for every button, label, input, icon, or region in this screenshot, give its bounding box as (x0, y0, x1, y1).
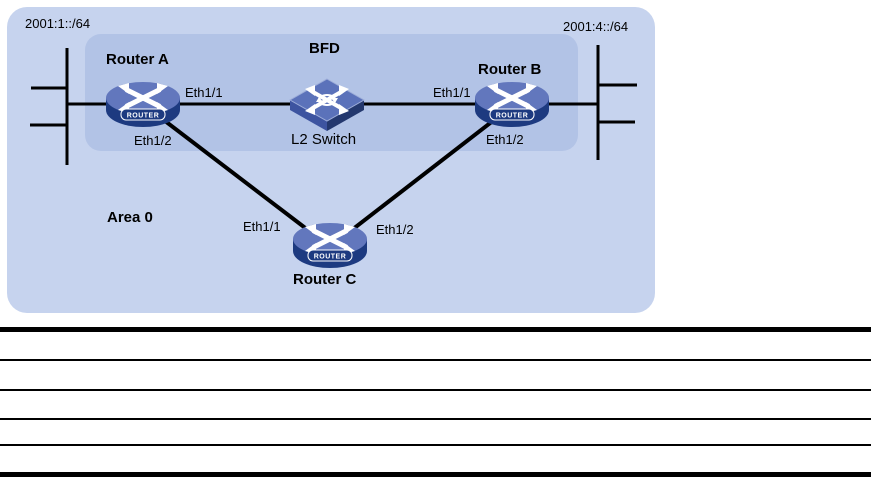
router-badge-label: ROUTER (127, 113, 160, 120)
l2-switch-icon (289, 78, 365, 131)
link-a-c (146, 106, 327, 245)
router-b-eth1-1-label: Eth1/1 (433, 85, 471, 100)
router-arrows-icon (487, 83, 537, 113)
table-top-border (0, 327, 871, 332)
router-a-eth1-1-label: Eth1/1 (185, 85, 223, 100)
router-arrows-icon (305, 224, 355, 254)
router-a-name: Router A (106, 51, 169, 68)
router-icon: ROUTER (475, 82, 549, 127)
router-a-eth1-2-label: Eth1/2 (134, 133, 172, 148)
table-row-rule (0, 444, 871, 446)
left-network-label: 2001:1::/64 (25, 16, 91, 31)
router-b-eth1-2-label: Eth1/2 (486, 132, 524, 147)
bfd-label: BFD (309, 40, 340, 57)
router-badge-label: ROUTER (314, 254, 347, 261)
router-icon: ROUTER (293, 223, 367, 268)
l2-switch-name: L2 Switch (291, 131, 357, 148)
router-c-name: Router C (293, 271, 357, 288)
router-c-eth1-2-label: Eth1/2 (376, 222, 414, 237)
router-b-name: Router B (478, 61, 542, 78)
right-network-label: 2001:4::/64 (563, 19, 629, 34)
area0-label: Area 0 (107, 209, 153, 226)
table-row-rule (0, 418, 871, 420)
table-row-rule (0, 359, 871, 361)
link-b-c (333, 108, 509, 245)
router-icon: ROUTER (106, 82, 180, 127)
switch-arrows-icon (305, 85, 349, 115)
table-row-rule (0, 389, 871, 391)
router-c-eth1-1-label: Eth1/1 (243, 219, 281, 234)
table-bottom-border (0, 472, 871, 477)
router-badge-label: ROUTER (496, 113, 529, 120)
